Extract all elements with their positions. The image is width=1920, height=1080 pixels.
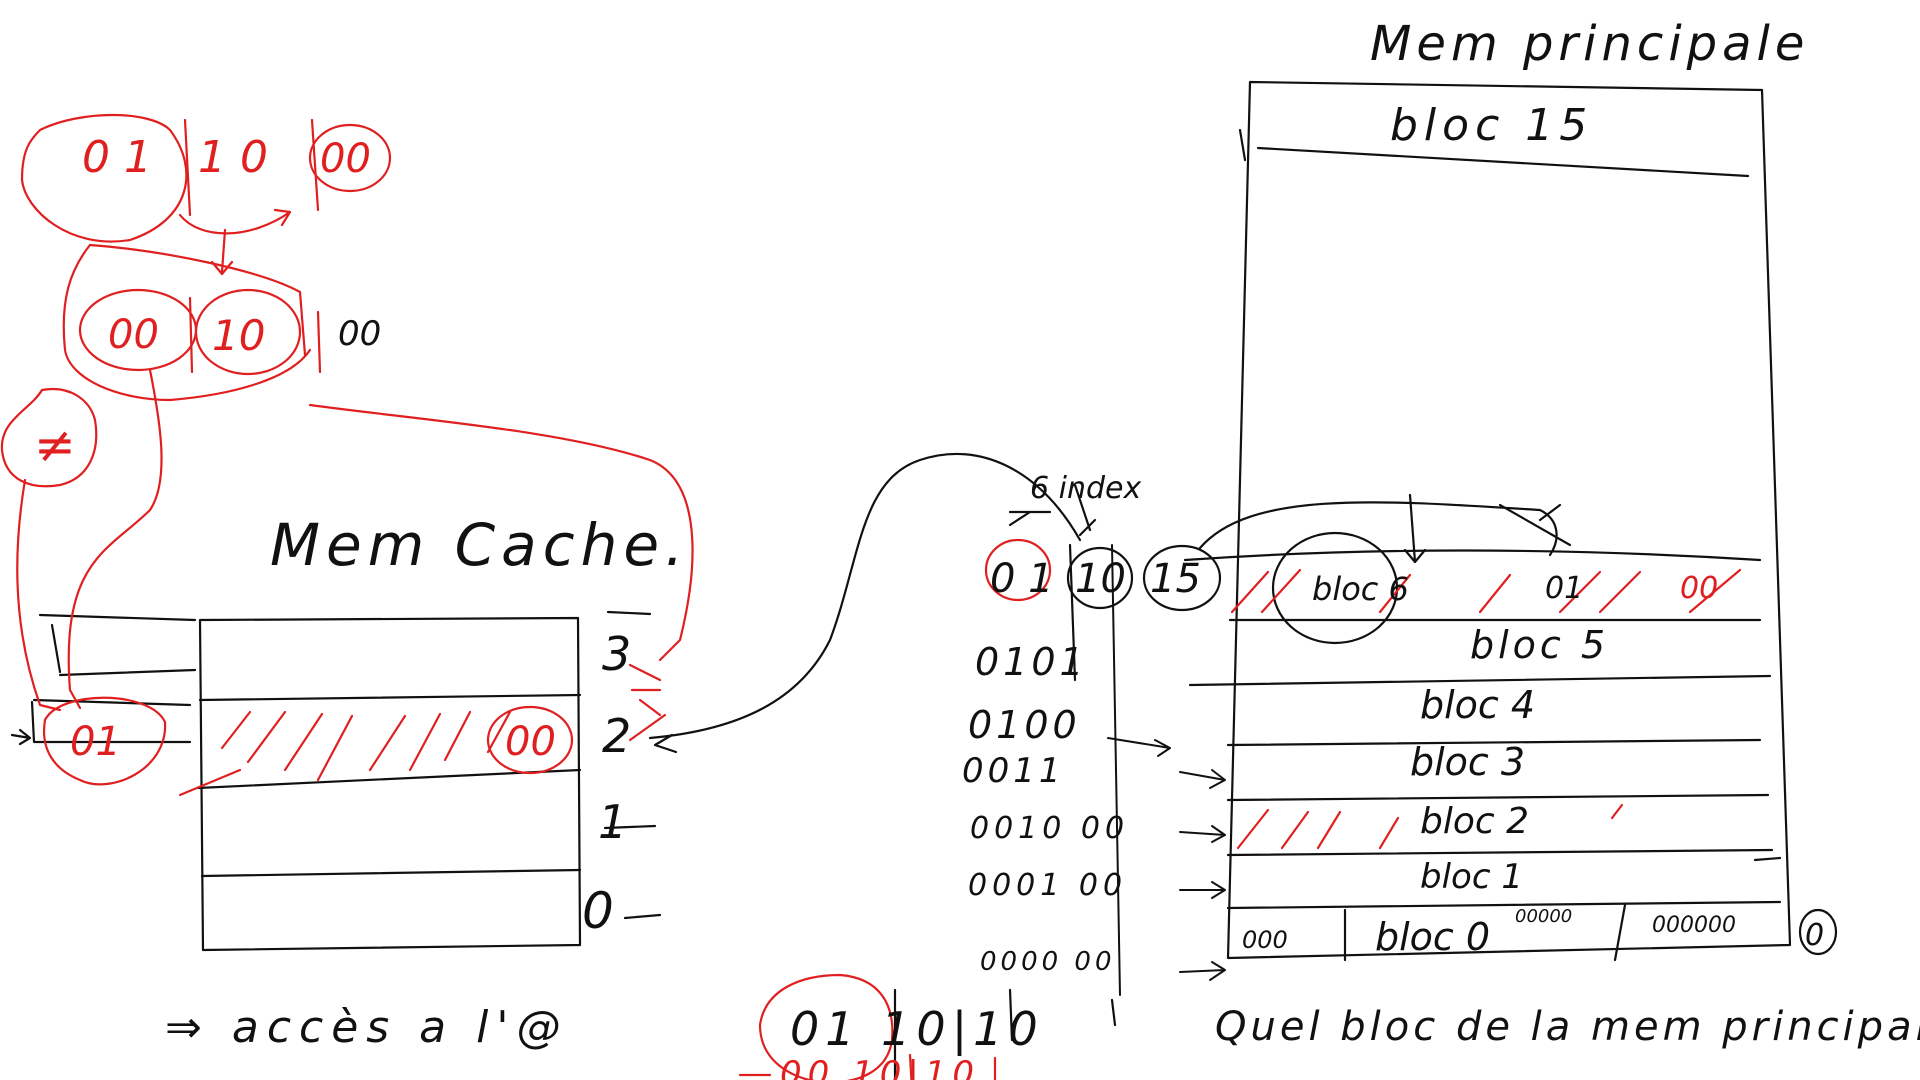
address-row-4: 0100 xyxy=(968,703,1081,747)
address-row6-circles xyxy=(984,538,1222,682)
address-row6-tag: 0 1 xyxy=(990,556,1054,602)
addr-line2-index: 10 xyxy=(212,311,265,360)
cache-tag-circle xyxy=(42,696,167,786)
addr-line1-tag: 0 1 xyxy=(82,132,152,183)
address-row6-index: 10 xyxy=(1075,556,1126,602)
address-row-3: 0011 xyxy=(962,751,1065,791)
main-block-3: bloc 3 xyxy=(1410,740,1525,784)
index-label: 6 index xyxy=(1030,471,1141,506)
address-arrows xyxy=(1107,544,1226,996)
main-bottom-small: 00000 xyxy=(1515,906,1572,927)
main-block-1: bloc 1 xyxy=(1420,857,1523,897)
address-row-0: 0000 00 xyxy=(980,947,1116,977)
cache-line-2-hatching xyxy=(178,705,574,797)
access-text: ⇒ accès a l'@ xyxy=(165,1002,568,1053)
address-row-1: 0001 00 xyxy=(968,868,1127,903)
main-bloc6-left: 01 xyxy=(1545,571,1583,606)
addr-line1-offset: 00 xyxy=(320,136,371,182)
main-bottom-left: 000 xyxy=(1242,926,1288,954)
main-block-6: bloc 6 xyxy=(1312,570,1409,608)
not-equal-sign: ≠ xyxy=(34,416,76,474)
cache-offset-value: 00 xyxy=(505,719,556,765)
cache-line-index-1: 1 xyxy=(598,795,627,849)
cache-line-index-0: 0 xyxy=(582,882,614,940)
address-black: 01 10|10 xyxy=(790,1002,1044,1057)
cache-line-index-3: 3 xyxy=(602,627,631,681)
main-bloc6-right: 00 xyxy=(1680,571,1718,606)
addr-line2-offset: 00 xyxy=(338,314,381,354)
address-row-2: 0010 00 xyxy=(970,811,1129,846)
address-row-5: 0101 xyxy=(975,640,1088,684)
cache-tag-value: 01 xyxy=(70,719,121,765)
main-memory-hatching xyxy=(1230,568,1742,850)
main-bottom-outer: 0 xyxy=(1805,918,1824,953)
address-row6-offset: 15 xyxy=(1150,556,1201,602)
main-block-4: bloc 4 xyxy=(1420,683,1535,727)
question-text: Quel bloc de la mem principale xyxy=(1215,1004,1920,1050)
cache-memory-box xyxy=(10,613,582,952)
bottom-address-shapes xyxy=(738,973,1117,1080)
cache-to-address-curve xyxy=(648,452,1572,740)
cache-line-index-2: 2 xyxy=(602,709,631,763)
address-red: 00 10|10 xyxy=(780,1054,980,1080)
cache-line-markers xyxy=(603,610,678,920)
main-bottom-right: 000000 xyxy=(1652,913,1736,938)
address-decomposition xyxy=(0,113,694,742)
cache-title: Mem Cache. xyxy=(270,511,689,579)
main-block-15: bloc 15 xyxy=(1390,100,1593,151)
addr-line2-tag: 00 xyxy=(108,312,159,358)
addr-line1-index: 1 0 xyxy=(198,132,268,183)
main-block-5: bloc 5 xyxy=(1470,623,1609,667)
main-block-2: bloc 2 xyxy=(1420,801,1529,842)
main-memory-box xyxy=(1183,80,1838,962)
main-block-0: bloc 0 xyxy=(1375,915,1490,959)
main-memory-title: Mem principale xyxy=(1370,16,1809,72)
